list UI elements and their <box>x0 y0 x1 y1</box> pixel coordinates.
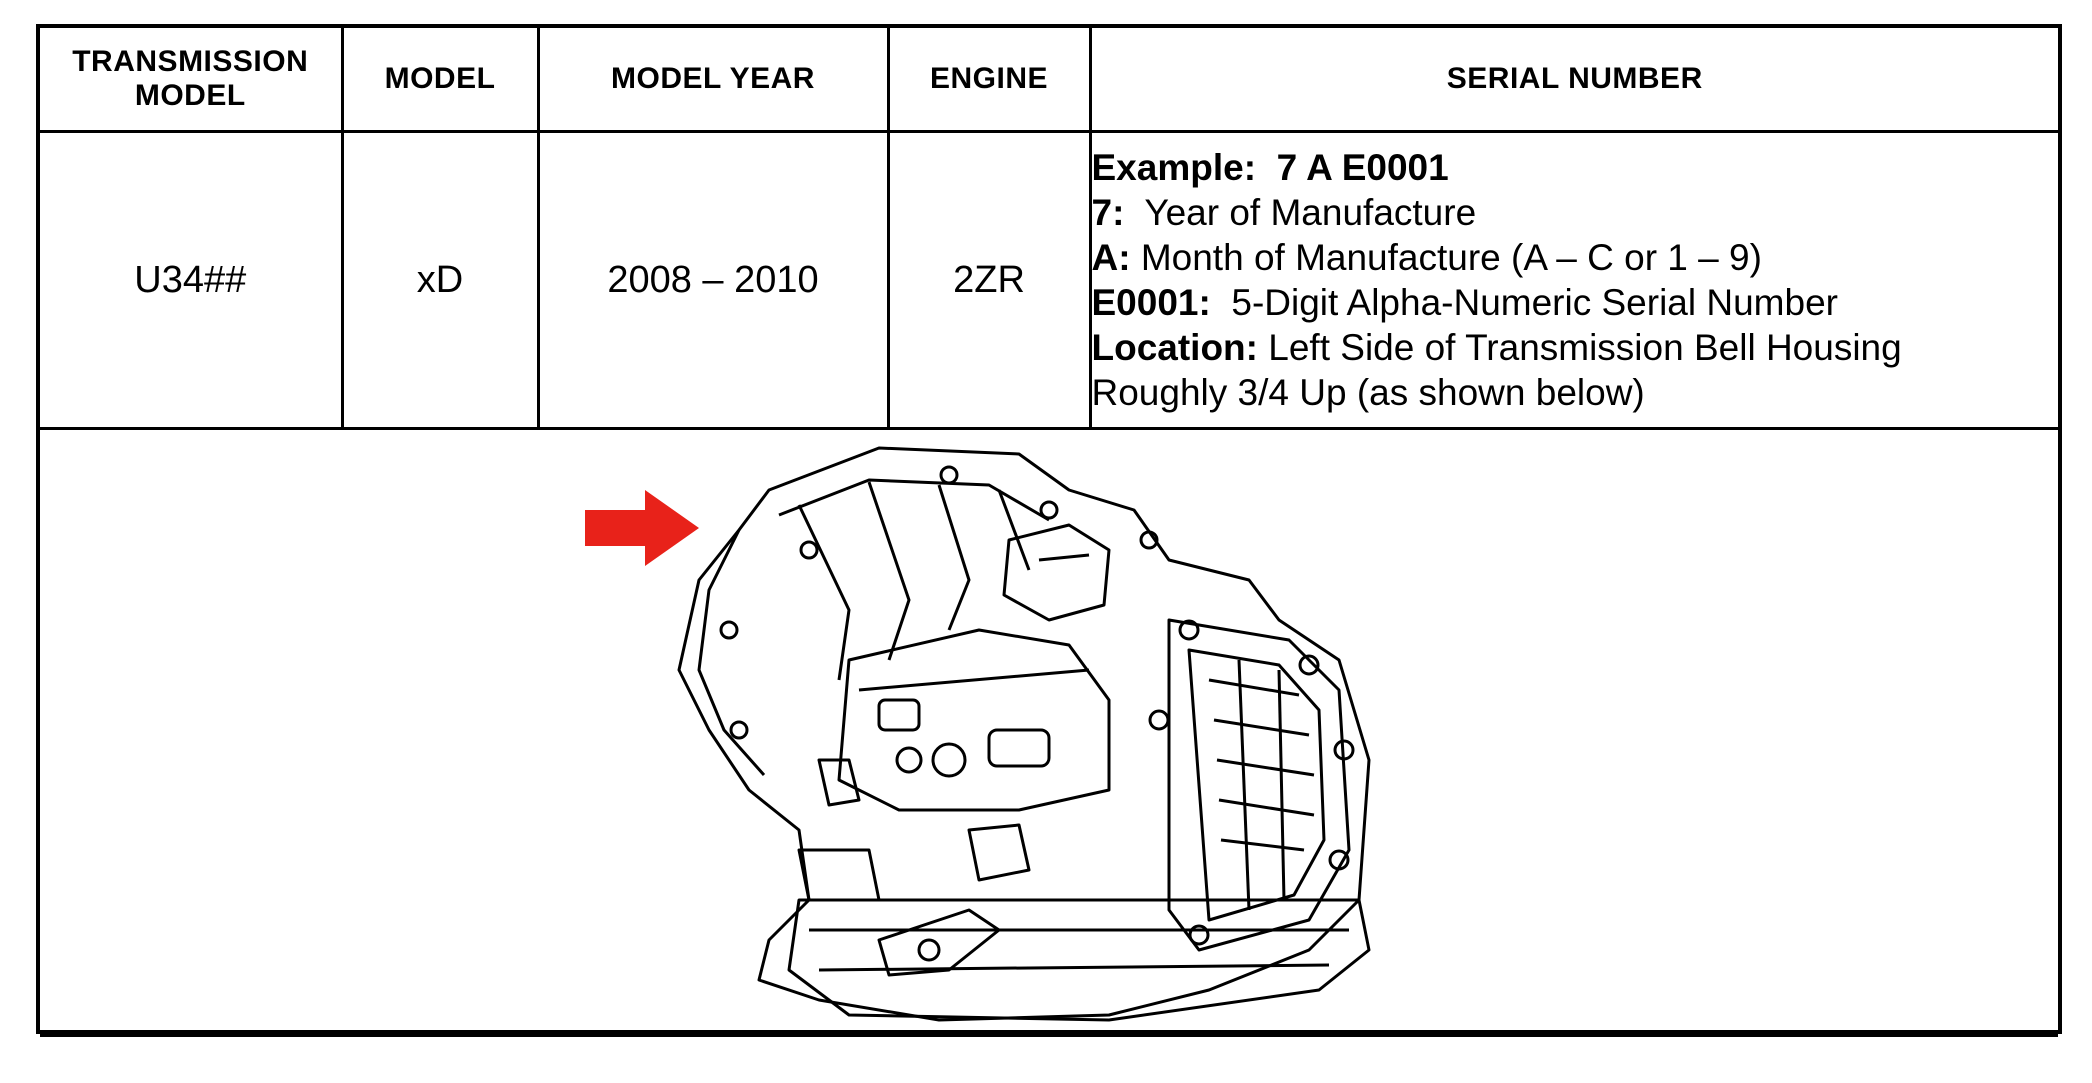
serial-number-line: E0001: 5-Digit Alpha-Numeric Serial Numb… <box>1091 282 1838 323</box>
cell-model-year: 2008 – 2010 <box>536 130 890 430</box>
spec-table-frame: TRANSMISSION MODEL MODEL MODEL YEAR ENGI… <box>36 24 2062 1037</box>
header-row: TRANSMISSION MODEL MODEL MODEL YEAR ENGI… <box>40 28 2058 133</box>
header-transmission-model: TRANSMISSION MODEL <box>40 28 344 133</box>
transmission-spec-table: TRANSMISSION MODEL MODEL MODEL YEAR ENGI… <box>40 28 2058 1037</box>
transmission-illustration <box>585 446 1371 1022</box>
data-row: U34## xD 2008 – 2010 2ZR Example: 7 A E0… <box>40 130 2058 430</box>
header-model-year: MODEL YEAR <box>536 28 890 133</box>
case-outline <box>677 446 1371 1022</box>
image-row <box>40 427 2058 1037</box>
serial-example-line: Example: 7 A E0001 <box>1091 147 1449 188</box>
header-engine: ENGINE <box>886 28 1092 133</box>
cell-transmission-model: U34## <box>40 130 344 430</box>
serial-year-line: 7: Year of Manufacture <box>1091 192 1477 233</box>
serial-location-line: Location: Left Side of Transmission Bell… <box>1091 327 1902 368</box>
cell-serial-number: Example: 7 A E0001 7: Year of Manufactur… <box>1088 130 2058 430</box>
header-model: MODEL <box>340 28 540 133</box>
cell-engine: 2ZR <box>886 130 1092 430</box>
serial-month-line: A: Month of Manufacture (A – C or 1 – 9) <box>1091 237 1762 278</box>
image-cell <box>40 427 2058 1037</box>
arrow-icon <box>585 490 699 566</box>
serial-location-line-2: Roughly 3/4 Up (as shown below) <box>1091 372 1645 413</box>
header-serial-number: SERIAL NUMBER <box>1088 28 2058 133</box>
cell-model: xD <box>340 130 540 430</box>
